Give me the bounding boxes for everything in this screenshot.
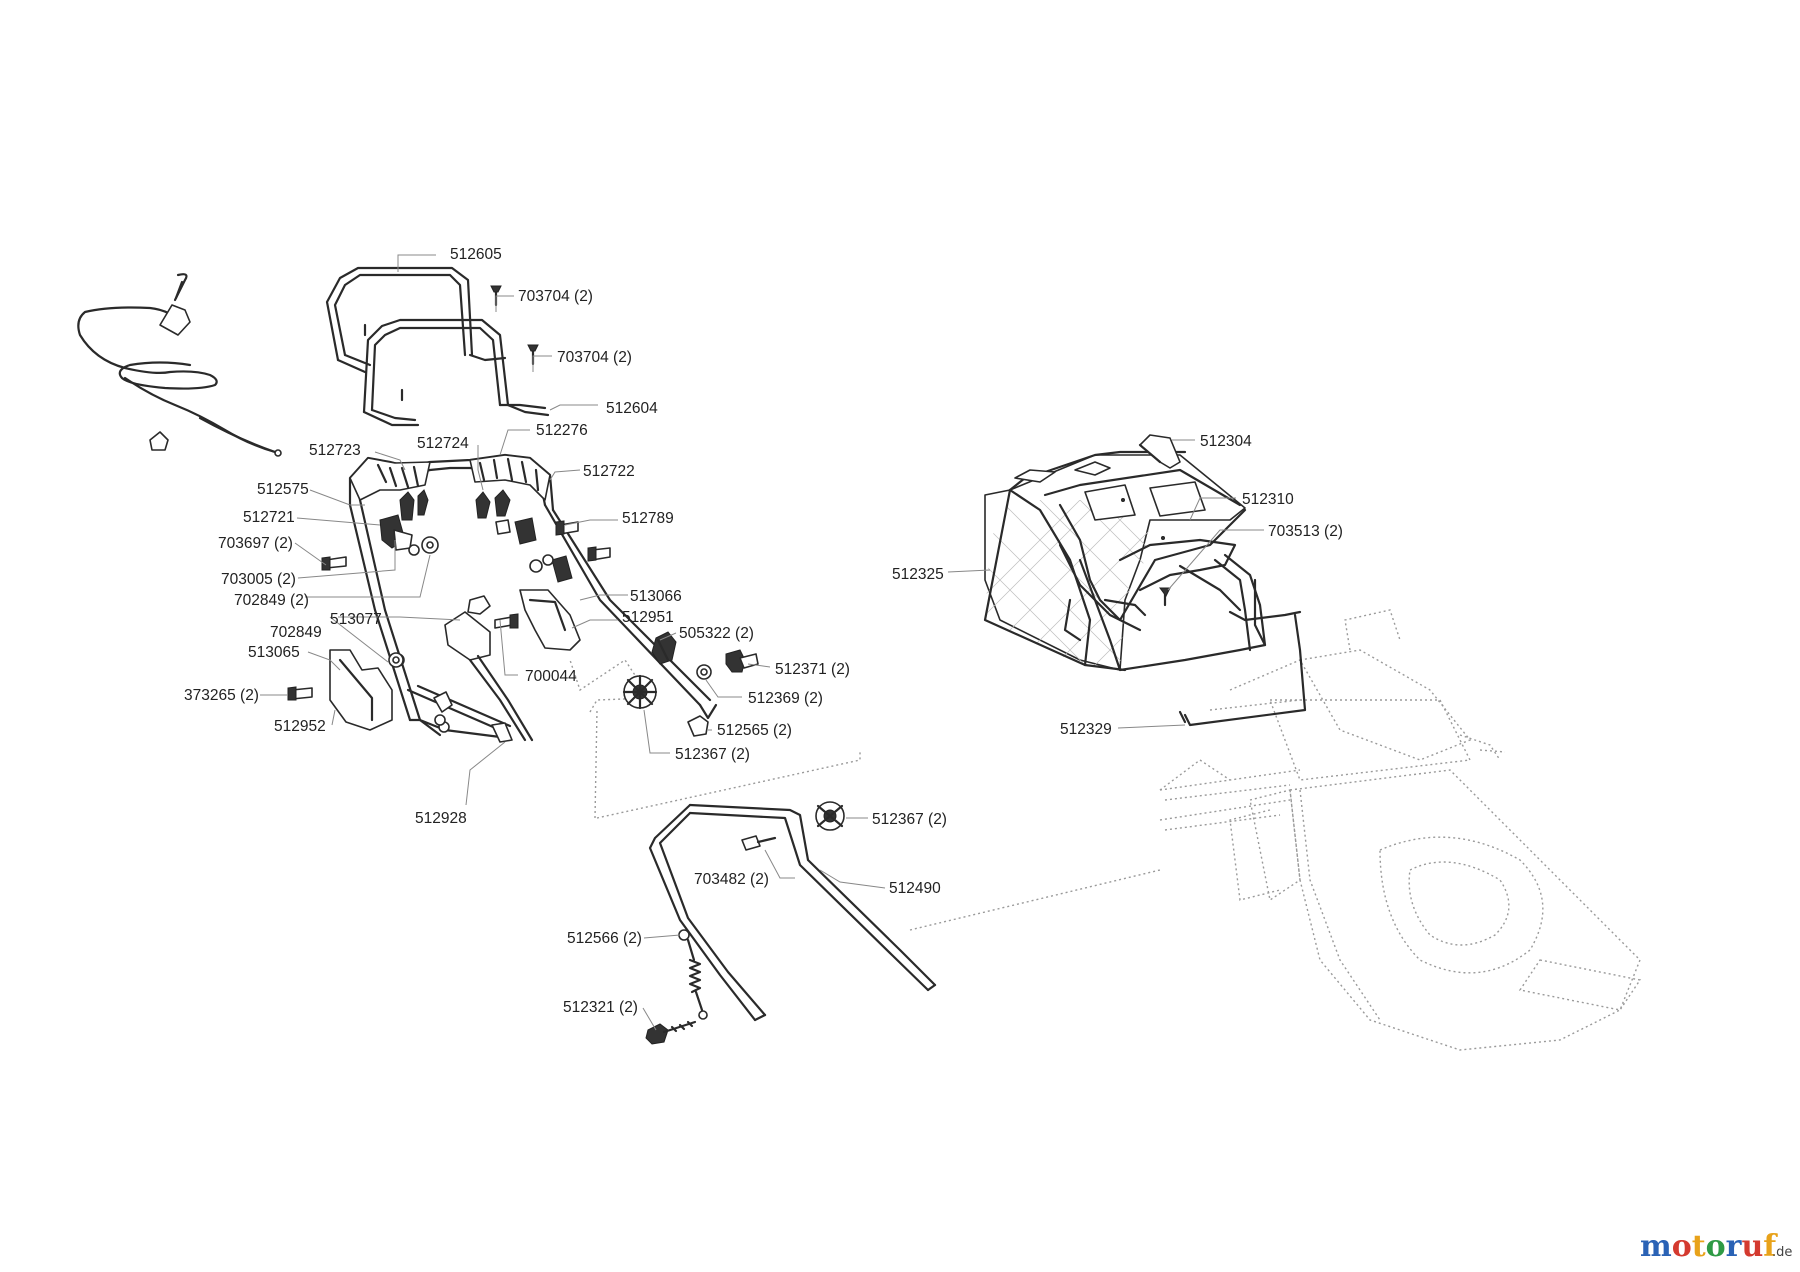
bolts-703697 (321, 520, 611, 571)
label-703482: 703482 (2) (694, 871, 769, 888)
label-512952: 512952 (274, 718, 326, 735)
knob-513066 (529, 554, 573, 583)
clamp-512789 (495, 517, 537, 545)
label-512575: 512575 (257, 481, 309, 498)
screw-703513 (1159, 587, 1171, 607)
lawnmower-ghost-outline (1159, 609, 1642, 1051)
screw-small-a (363, 323, 404, 402)
label-512604: 512604 (606, 400, 658, 417)
spring-512566 (678, 929, 708, 1020)
label-512371: 512371 (2) (775, 661, 850, 678)
label-512566: 512566 (2) (567, 930, 642, 947)
cover-513066 (519, 589, 581, 651)
knob-505322 (651, 631, 677, 665)
nut-702849-b (388, 652, 404, 668)
label-512369: 512369 (2) (748, 690, 823, 707)
clip-512304 (1138, 434, 1181, 469)
label-512721: 512721 (243, 509, 295, 526)
label-703704-b: 703704 (2) (557, 349, 632, 366)
watermark-suffix: .de (1772, 1245, 1792, 1260)
control-cable (77, 273, 282, 457)
bracket-512276 (475, 489, 511, 519)
label-703704-a: 703704 (2) (518, 288, 593, 305)
reference-lines (569, 659, 1291, 931)
watermark-letter: o (1672, 1229, 1692, 1264)
label-513066: 513066 (630, 588, 682, 605)
watermark-brand: motoruf (1640, 1229, 1778, 1264)
label-512321: 512321 (2) (563, 999, 638, 1016)
label-513077: 513077 (330, 611, 382, 628)
watermark-letter: t (1692, 1229, 1706, 1264)
screw-700044 (494, 613, 519, 629)
grass-catcher-512325 (983, 450, 1302, 672)
label-512722: 512722 (583, 463, 635, 480)
knob-512321 (645, 1020, 697, 1045)
grip-ribs (376, 457, 540, 492)
upper-handle-512605 (325, 266, 507, 374)
label-512565: 512565 (2) (717, 722, 792, 739)
label-512951: 512951 (622, 609, 674, 626)
label-512928: 512928 (415, 810, 467, 827)
cap-512565 (687, 715, 709, 737)
label-512325: 512325 (892, 566, 944, 583)
cover-513077 (444, 595, 534, 742)
label-702849-b: 702849 (270, 624, 322, 641)
label-512367-b: 512367 (2) (872, 811, 947, 828)
ring-512369 (696, 664, 712, 680)
leader-lines (260, 254, 1264, 1031)
label-505322: 505322 (2) (679, 625, 754, 642)
label-512605: 512605 (450, 246, 502, 263)
watermark-letter: o (1706, 1229, 1726, 1264)
upper-handle-512604 (362, 318, 550, 427)
bracket-513065 (433, 691, 453, 726)
part-labels: 512605 703704 (2) 703704 (2) 512604 5127… (184, 246, 1343, 1016)
gear-512367-a (622, 674, 658, 710)
plate-512952 (329, 649, 393, 731)
watermark-letter: r (1726, 1229, 1743, 1264)
label-703697: 703697 (2) (218, 535, 293, 552)
bracket-512724 (399, 489, 429, 521)
screw-703482 (741, 835, 777, 851)
label-512276: 512276 (536, 422, 588, 439)
catcher-handle-512329 (1178, 613, 1307, 727)
label-512310: 512310 (1242, 491, 1294, 508)
bolt-373265 (287, 686, 313, 701)
label-512367-a: 512367 (2) (675, 746, 750, 763)
watermark-letter: u (1741, 1229, 1763, 1264)
label-512723: 512723 (309, 442, 361, 459)
gear-512367-b (815, 801, 845, 831)
label-702849-a: 702849 (2) (234, 592, 309, 609)
label-512724: 512724 (417, 435, 469, 452)
label-703513: 703513 (2) (1268, 523, 1343, 540)
watermark-letter: f (1763, 1229, 1778, 1264)
label-512329: 512329 (1060, 721, 1112, 738)
label-512490: 512490 (889, 880, 941, 897)
label-512789: 512789 (622, 510, 674, 527)
lower-handle-512490 (648, 803, 937, 1022)
watermark-letter: m (1640, 1229, 1672, 1264)
label-700044: 700044 (525, 668, 577, 685)
knob-512371 (725, 649, 759, 673)
label-373265: 373265 (2) (184, 687, 259, 704)
watermark-logo: motoruf .de (1640, 1229, 1792, 1264)
label-513065: 513065 (248, 644, 300, 661)
label-512304: 512304 (1200, 433, 1252, 450)
label-703005: 703005 (2) (221, 571, 296, 588)
